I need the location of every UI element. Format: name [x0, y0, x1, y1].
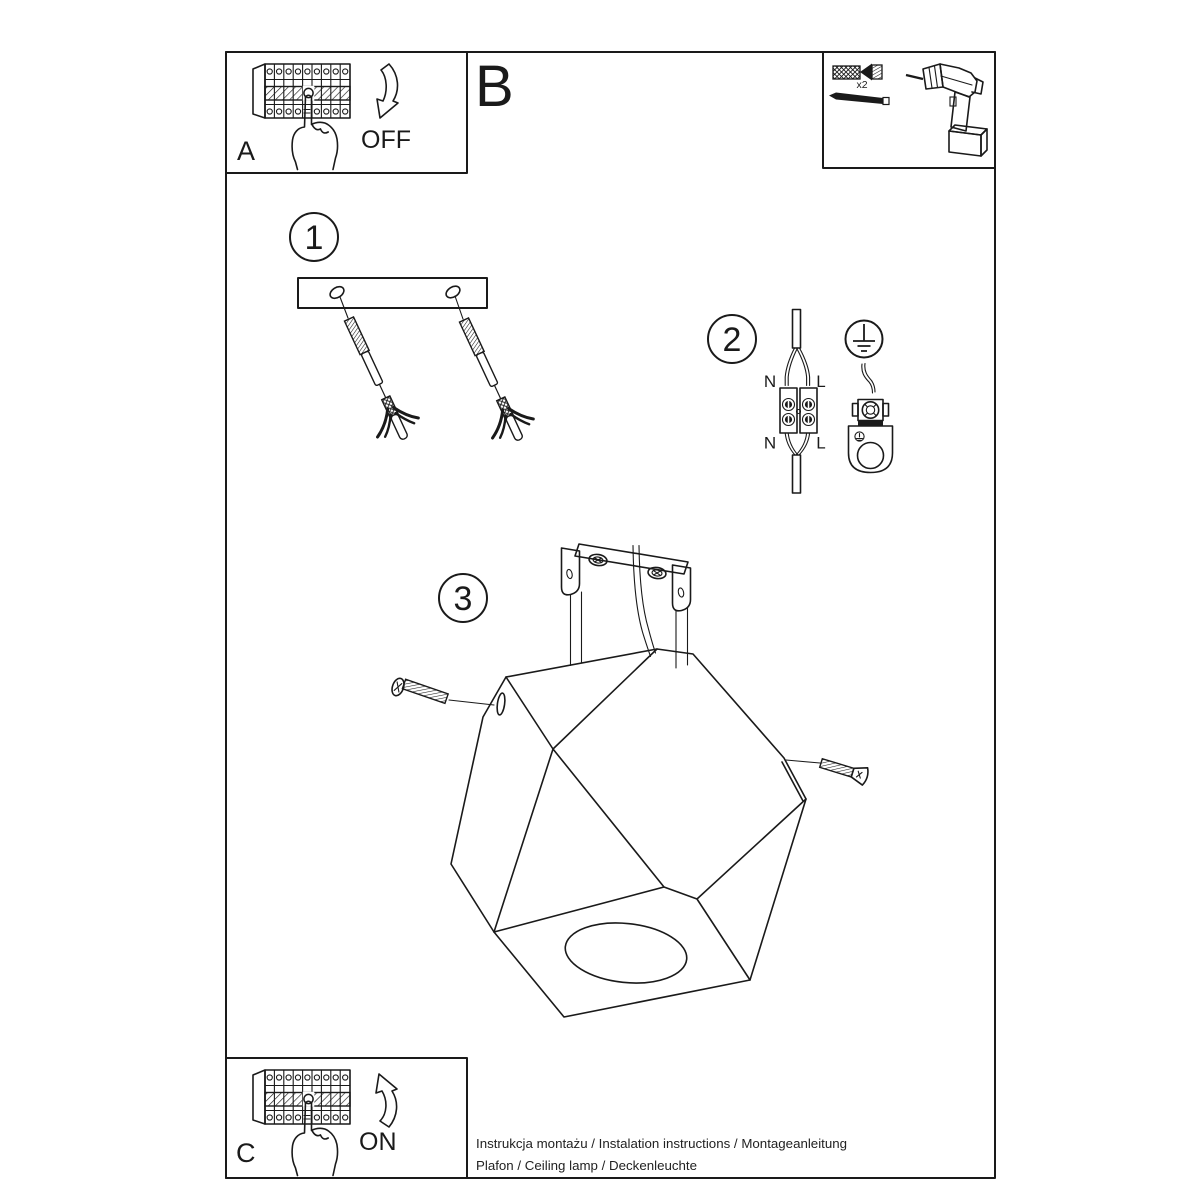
step2-badge [707, 314, 757, 364]
breaker-panel-on-illustration [252, 1069, 351, 1177]
lamp-body-icon [450, 606, 807, 1018]
power-cable [632, 544, 657, 658]
panel-a-label: A [237, 136, 255, 166]
step2-section: 2 N L N L [707, 308, 894, 494]
screw-icon [829, 92, 890, 106]
step1-badge [289, 212, 339, 262]
step3-badge [438, 573, 488, 623]
anchor-quantity-label: x2 [856, 79, 867, 91]
screw-anchor-left-icon [325, 308, 426, 451]
bracket-screw-head [647, 566, 667, 580]
panel-a-box [225, 51, 468, 174]
bracket-screw-head [588, 553, 608, 567]
panel-b-label: B [475, 54, 514, 119]
leader-line [339, 296, 349, 319]
mounting-screw-right-icon [785, 757, 869, 786]
step1-section: 1 [289, 212, 541, 452]
terminal-wiring-diagram: N L N L [764, 308, 826, 494]
footer-line-1: Instrukcja montażu / Instalation instruc… [476, 1136, 847, 1151]
ground-wire [861, 362, 876, 394]
step3-section: 3 [391, 543, 869, 1018]
panel-c-label: C [236, 1138, 256, 1168]
footer-line-2: Plafon / Ceiling lamp / Deckenleuchte [476, 1158, 697, 1173]
ground-symbol-icon [844, 319, 884, 359]
step2-number: 2 [723, 321, 742, 359]
bar-hole-right [445, 285, 461, 299]
wire-label-n-bottom: N [764, 434, 776, 453]
terminal-screws [781, 397, 816, 427]
off-label: OFF [361, 126, 411, 154]
bracket-leg-lines [675, 606, 689, 669]
step1-number: 1 [305, 219, 324, 257]
power-off-panel: A OFF [225, 51, 468, 174]
step3-number: 3 [454, 580, 473, 618]
arrow-up-icon [375, 1073, 398, 1128]
screw-anchor-right-icon [440, 309, 541, 452]
ceiling-bracket-icon [560, 543, 692, 667]
breaker-panel-off-illustration [252, 63, 351, 171]
screw-hole [496, 692, 506, 716]
power-on-panel: C ON [225, 1057, 468, 1179]
wall-plug-icon [832, 63, 883, 81]
wire-label-l-bottom: L [816, 434, 825, 453]
wire-label-l-top: L [816, 372, 825, 391]
mounting-screw-left-icon [391, 677, 495, 706]
footer: Instrukcja montażu / Instalation instruc… [476, 1136, 847, 1173]
parts-panel: B x2 [475, 51, 996, 169]
page-border [225, 51, 996, 1179]
lamp-holder-icon [847, 398, 894, 474]
bulb-opening [564, 922, 688, 984]
wire-label-n-top: N [764, 372, 776, 391]
arrow-down-icon [376, 63, 399, 119]
on-label: ON [359, 1128, 397, 1156]
tools-box [822, 51, 996, 169]
mounting-bar-icon [297, 277, 488, 309]
panel-c-box [225, 1057, 468, 1179]
leader-line [454, 295, 464, 320]
bar-hole-left [329, 285, 345, 300]
drill-icon [905, 63, 988, 157]
